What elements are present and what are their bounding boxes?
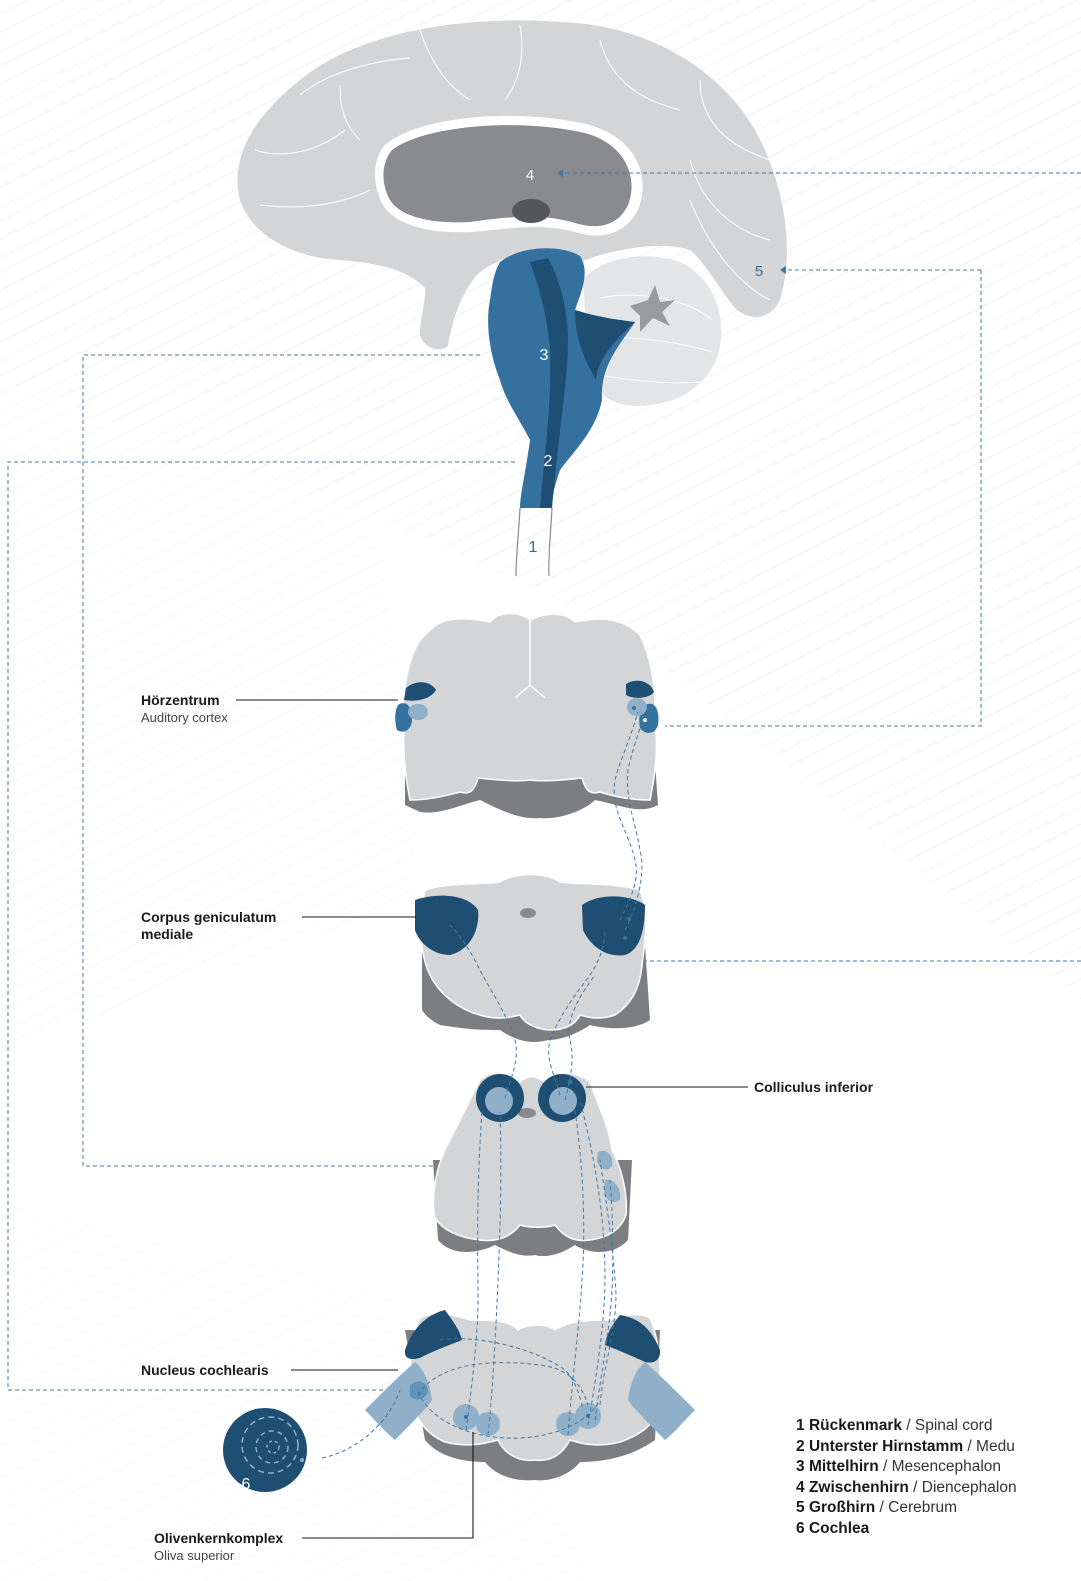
brain-number-2: 2 xyxy=(544,453,553,470)
label-olive-en: Oliva superior xyxy=(154,1547,283,1564)
brain-number-3: 3 xyxy=(540,347,549,364)
legend-item-3: 3 Mittelhirn / Mesencephalon xyxy=(796,1457,1017,1478)
label-mgn-line1: Corpus geniculatum xyxy=(141,909,276,925)
legend-item-2: 2 Unterster Hirnstamm / Medu xyxy=(796,1437,1017,1458)
brain-number-5: 5 xyxy=(755,263,763,280)
label-colliculus-de: Colliculus inferior xyxy=(754,1079,873,1095)
cochlea xyxy=(223,1408,307,1492)
section-thalamus xyxy=(415,875,650,1042)
label-nucleus-cochlearis: Nucleus cochlearis xyxy=(141,1362,269,1379)
label-auditory-cortex: Hörzentrum Auditory cortex xyxy=(141,692,228,726)
diencephalon xyxy=(383,125,631,226)
label-olive-de: Olivenkernkomplex xyxy=(154,1530,283,1546)
legend-item-6: 6 Cochlea xyxy=(796,1519,1017,1540)
cochlea-number-6: 6 xyxy=(242,1476,251,1493)
legend: 1 Rückenmark / Spinal cord 2 Unterster H… xyxy=(796,1416,1017,1539)
label-colliculus: Colliculus inferior xyxy=(754,1079,873,1096)
legend-item-5: 5 Großhirn / Cerebrum xyxy=(796,1498,1017,1519)
section-cerebrum xyxy=(395,614,658,819)
label-olive: Olivenkernkomplex Oliva superior xyxy=(154,1530,283,1564)
legend-item-4: 4 Zwischenhirn / Diencephalon xyxy=(796,1478,1017,1499)
label-mgn: Corpus geniculatum mediale xyxy=(141,909,276,943)
brain-number-1: 1 xyxy=(529,539,538,556)
label-nucleus-cochlearis-de: Nucleus cochlearis xyxy=(141,1362,269,1378)
label-auditory-cortex-en: Auditory cortex xyxy=(141,709,228,726)
brain-number-4: 4 xyxy=(526,167,534,184)
label-mgn-line2: mediale xyxy=(141,926,193,942)
legend-item-1: 1 Rückenmark / Spinal cord xyxy=(796,1416,1017,1437)
label-auditory-cortex-de: Hörzentrum xyxy=(141,692,220,708)
section-midbrain xyxy=(433,1073,632,1256)
